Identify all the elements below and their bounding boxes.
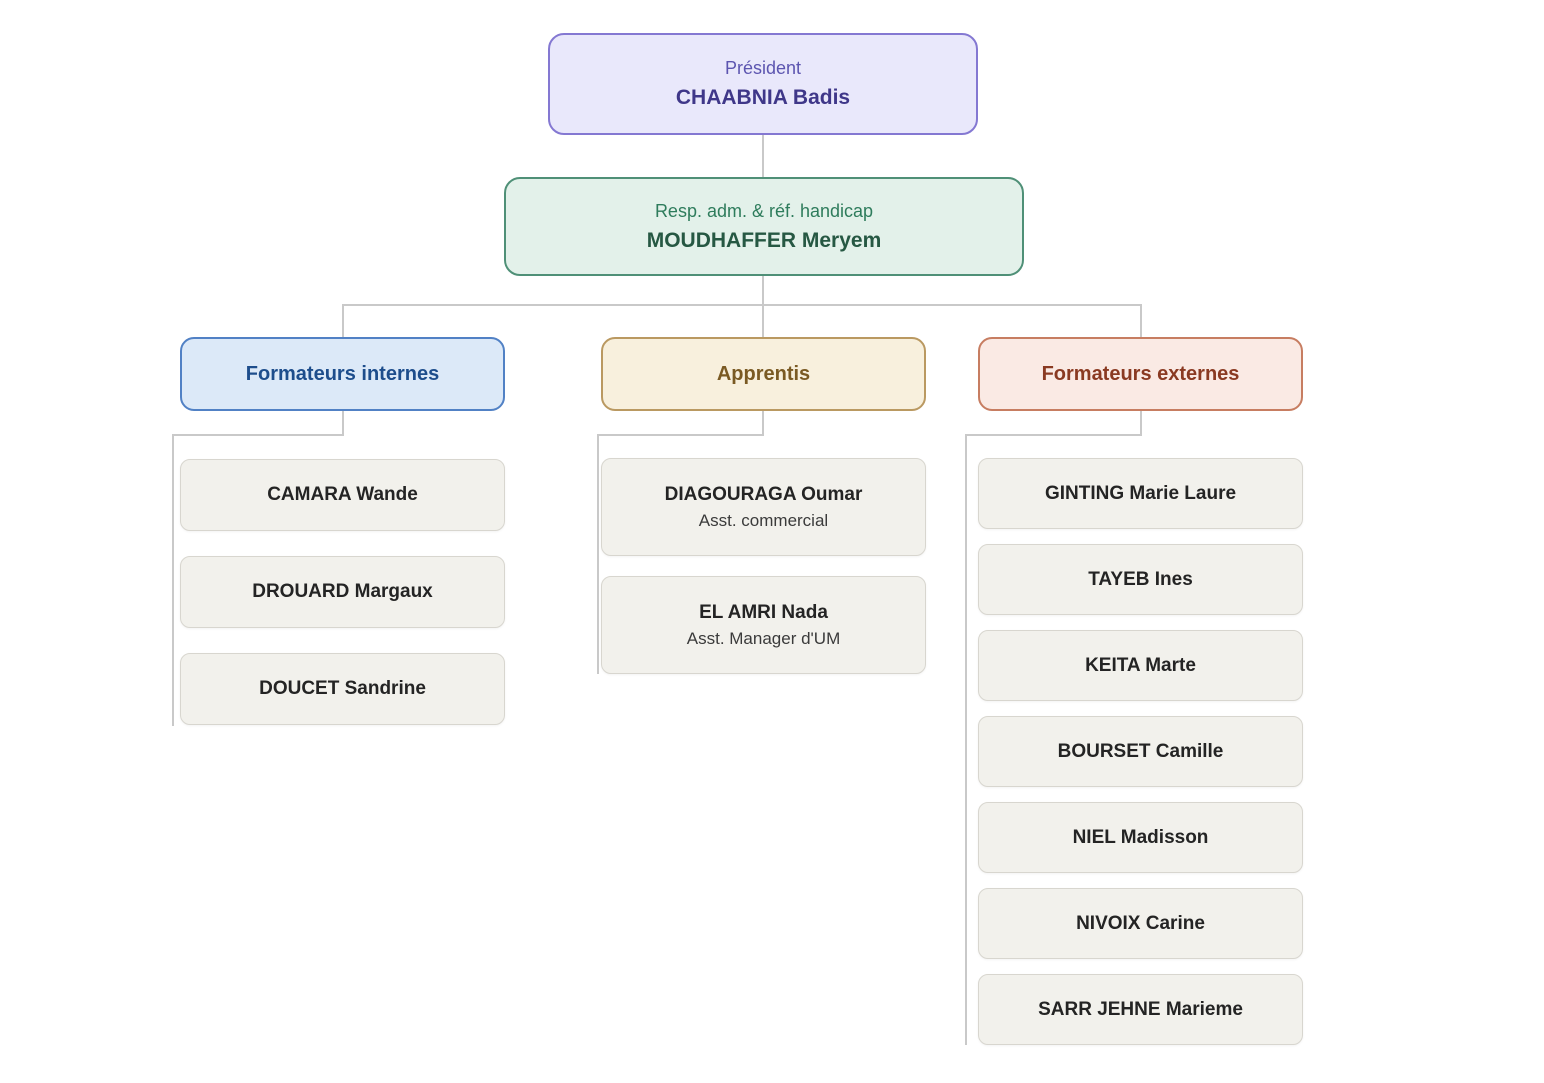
member-node: DROUARD Margaux <box>180 556 505 628</box>
member-name: CAMARA Wande <box>267 484 418 505</box>
member-name: DOUCET Sandrine <box>259 678 426 699</box>
connector-drop-internes <box>342 304 344 337</box>
member-name: NIEL Madisson <box>1072 826 1209 848</box>
connector-horizontal-internes <box>172 434 344 436</box>
member-name: SARR JEHNE Marieme <box>1038 998 1243 1020</box>
member-node: TAYEB Ines <box>978 544 1303 615</box>
member-name: NIVOIX Carine <box>1076 912 1205 934</box>
connector-drop-apprentis <box>762 304 764 337</box>
member-name: KEITA Marte <box>1085 654 1196 676</box>
connector-main-horizontal <box>342 304 1142 306</box>
member-node: SARR JEHNE Marieme <box>978 974 1303 1045</box>
connector-drop-externes <box>1140 304 1142 337</box>
member-node: DOUCET Sandrine <box>180 653 505 725</box>
connector-rail-internes <box>172 434 174 726</box>
connector-manager-down <box>762 276 764 306</box>
member-node: KEITA Marte <box>978 630 1303 701</box>
connector-horizontal-externes <box>965 434 1142 436</box>
group-formateurs-externes: Formateurs externes <box>978 337 1303 411</box>
connector-stub-externes <box>1140 411 1142 435</box>
member-node: GINTING Marie Laure <box>978 458 1303 529</box>
connector-rail-apprentis <box>597 434 599 674</box>
member-node: NIVOIX Carine <box>978 888 1303 959</box>
member-node: DIAGOURAGA Oumar Asst. commercial <box>601 458 926 556</box>
group-formateurs-internes: Formateurs internes <box>180 337 505 411</box>
connector-stub-apprentis <box>762 411 764 435</box>
president-node: Président CHAABNIA Badis <box>548 33 978 135</box>
president-title: Président <box>724 58 802 78</box>
member-name: TAYEB Ines <box>1088 568 1193 590</box>
member-node: NIEL Madisson <box>978 802 1303 873</box>
member-name: DROUARD Margaux <box>252 581 433 602</box>
member-node: EL AMRI Nada Asst. Manager d'UM <box>601 576 926 674</box>
member-name: GINTING Marie Laure <box>1044 482 1237 504</box>
member-node: BOURSET Camille <box>978 716 1303 787</box>
group-apprentis: Apprentis <box>601 337 926 411</box>
manager-title: Resp. adm. & réf. handicap <box>654 200 874 221</box>
manager-node: Resp. adm. & réf. handicap MOUDHAFFER Me… <box>504 177 1024 276</box>
member-role: Asst. Manager d'UM <box>686 628 841 648</box>
member-name: BOURSET Camille <box>1057 740 1224 762</box>
connector-horizontal-apprentis <box>597 434 764 436</box>
member-name: DIAGOURAGA Oumar <box>664 483 863 505</box>
member-node: CAMARA Wande <box>180 459 505 531</box>
member-role: Asst. commercial <box>698 510 829 530</box>
manager-name: MOUDHAFFER Meryem <box>646 228 882 252</box>
connector-rail-externes <box>965 434 967 1045</box>
member-name: EL AMRI Nada <box>699 601 828 623</box>
president-name: CHAABNIA Badis <box>675 86 851 109</box>
connector-stub-internes <box>342 411 344 435</box>
connector-root-to-manager <box>762 135 764 177</box>
